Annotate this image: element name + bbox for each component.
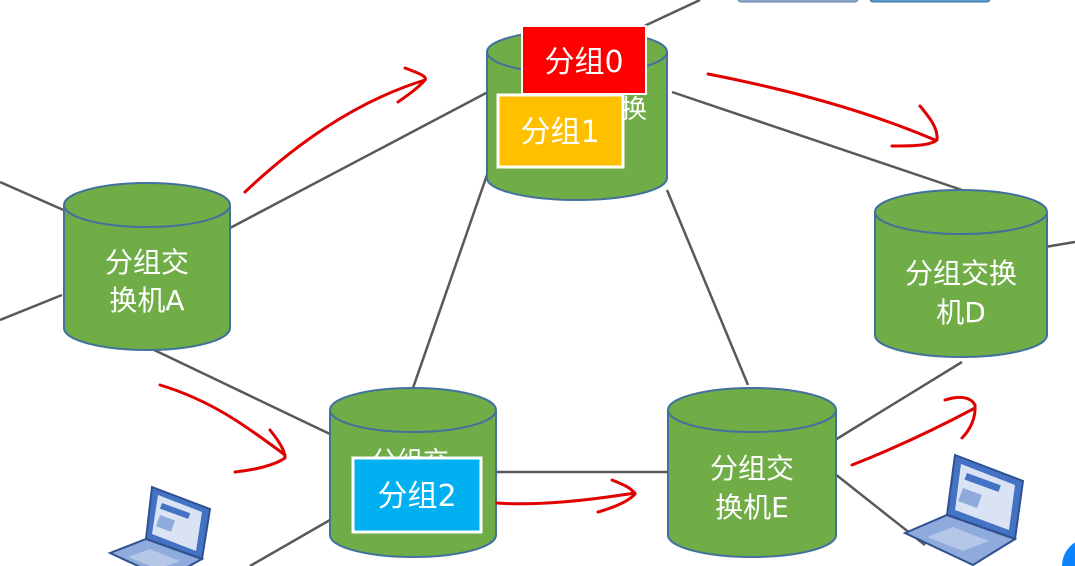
link-left-to-a	[0, 180, 69, 214]
switch-c-top	[329, 387, 497, 433]
packet-2-label: 分组2	[377, 479, 456, 514]
switch-e-label-line2: 换机E	[715, 491, 789, 524]
packet-1: 分组1	[496, 93, 625, 169]
laptop-icon	[902, 453, 1025, 566]
switch-d-label-line2: 机D	[936, 296, 986, 329]
link-left2-to-a	[0, 293, 63, 322]
link-d-right	[1044, 240, 1075, 249]
link-b-top	[639, 0, 701, 30]
arrow-e-to-d	[850, 395, 977, 467]
partial-box	[869, 0, 991, 3]
switch-d-top	[874, 189, 1048, 235]
partial-box	[737, 0, 859, 3]
arrow-b-to-d	[706, 72, 939, 148]
top-partial-boxes	[737, 0, 991, 3]
switch-d: 分组交换 机D	[874, 189, 1048, 358]
packet-1-label: 分组1	[520, 115, 599, 150]
packet-0: 分组0	[521, 25, 647, 95]
link-a-c	[149, 346, 333, 437]
switch-a-body	[63, 205, 231, 351]
switch-a-label-line2: 换机A	[109, 284, 184, 317]
switch-a: 分组交 换机A	[63, 182, 231, 351]
arrow-a-to-b	[243, 66, 427, 194]
switch-d-body	[874, 212, 1048, 358]
arrow-c-to-e	[495, 478, 637, 514]
packet-2-box	[351, 456, 483, 534]
red-arrows	[158, 66, 977, 514]
switch-e-top	[667, 387, 837, 433]
packet-2: 分组2	[351, 456, 483, 534]
link-b-c	[411, 171, 490, 389]
switch-e-label-line1: 分组交	[710, 452, 794, 485]
link-a-b	[229, 90, 489, 230]
link-c-laptop	[249, 518, 331, 566]
packet-0-box	[521, 25, 647, 95]
switch-a-top	[63, 182, 231, 228]
packet-0-label: 分组0	[544, 45, 623, 80]
switch-e-body	[667, 410, 837, 558]
arrow-a-to-c	[158, 383, 287, 474]
corner-badge	[1062, 542, 1075, 566]
switch-d-label-line1: 分组交换	[905, 257, 1017, 290]
link-e-d	[834, 360, 963, 442]
link-b-d	[671, 90, 963, 192]
link-b-e	[665, 189, 750, 386]
packet-1-box	[496, 93, 625, 169]
switch-a-label-line1: 分组交	[105, 246, 189, 279]
laptop-icon	[107, 485, 212, 566]
switch-b-label-partial: 换	[621, 95, 647, 125]
switch-e: 分组交 换机E	[667, 387, 837, 558]
